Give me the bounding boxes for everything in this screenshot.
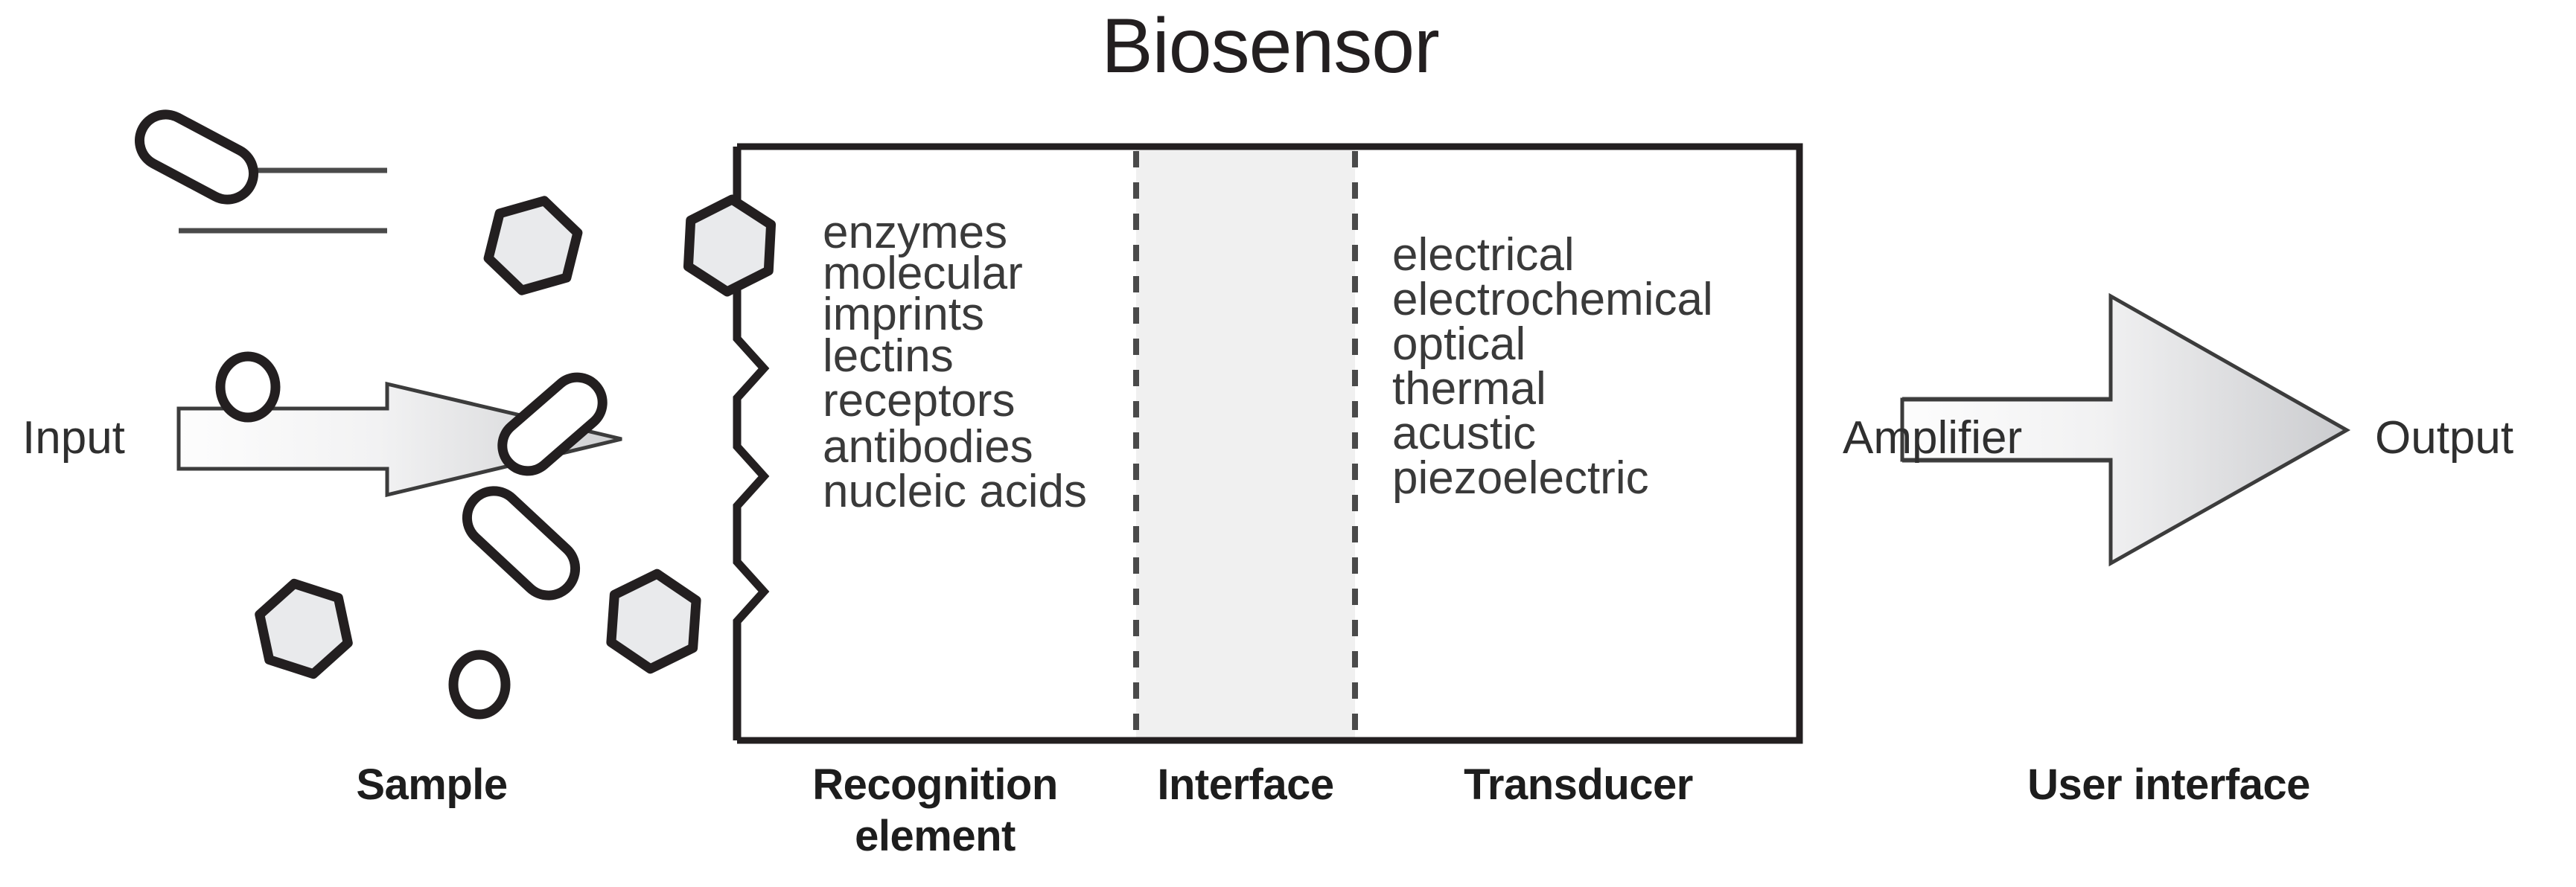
transducer-item-1: electrochemical [1392, 274, 1713, 325]
transducer-item-4: acustic [1392, 408, 1536, 459]
recognition-item-6: nucleic acids [823, 466, 1087, 517]
hexagon-particle-2 [255, 578, 353, 679]
circle-particle-1 [215, 351, 281, 423]
rod-particle-1 [135, 109, 258, 205]
caption-recognition-element-line1: Recognition [812, 760, 1058, 809]
recognition-item-0: enzymes [823, 207, 1008, 258]
recognition-item-3: lectins [823, 330, 954, 382]
bound-analyte-hexagon-icon [683, 194, 777, 297]
hexagon-particle-3 [606, 569, 701, 674]
caption-transducer: Transducer [1464, 760, 1693, 809]
recognition-item-2: imprints [823, 289, 985, 340]
caption-recognition-element-line2: element [855, 812, 1016, 860]
caption-sample: Sample [356, 760, 508, 809]
transducer-item-3: thermal [1392, 363, 1546, 414]
input-label: Input [22, 412, 125, 464]
output-label: Output [2375, 412, 2514, 464]
caption-user-interface: User interface [2027, 760, 2310, 809]
rod-particle-2 [497, 372, 608, 476]
amplifier-label: Amplifier [1843, 412, 2023, 464]
transducer-item-0: electrical [1392, 229, 1575, 281]
caption-interface: Interface [1157, 760, 1334, 809]
recognition-item-1: molecular [823, 248, 1023, 299]
recognition-item-4: receptors [823, 375, 1016, 426]
interface-dashed-lines [1133, 151, 1358, 737]
rod-particle-3 [462, 486, 581, 601]
sensor-box-outline [737, 143, 1803, 744]
hexagon-particle-1 [483, 196, 583, 295]
sample-particles [135, 109, 701, 720]
page-title: Biosensor [1101, 3, 1439, 89]
recognition-item-5: antibodies [823, 421, 1033, 473]
output-arrow-icon [1900, 292, 2351, 567]
interface-region [1136, 147, 1355, 740]
transducer-item-2: optical [1392, 318, 1526, 370]
transducer-item-5: piezoelectric [1392, 452, 1649, 504]
circle-particle-2 [448, 650, 511, 720]
input-arrow-icon [176, 381, 622, 498]
